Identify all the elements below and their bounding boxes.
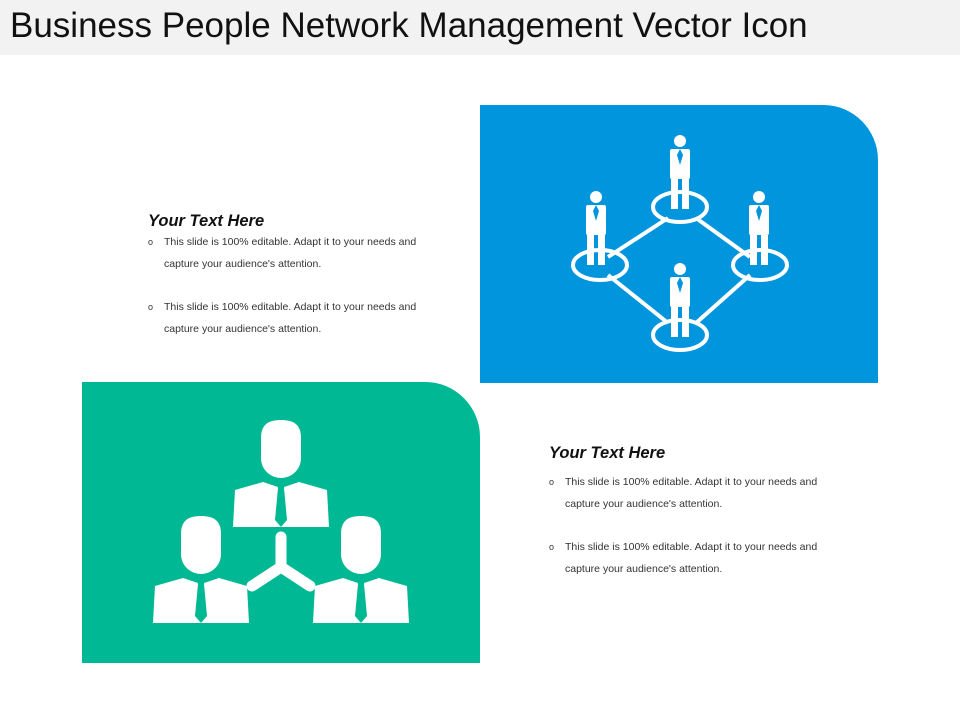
three-people-connected-icon: [82, 382, 480, 663]
right-bullet-list: o This slide is 100% editable. Adapt it …: [549, 471, 849, 580]
list-item: o This slide is 100% editable. Adapt it …: [148, 296, 444, 340]
diamond-people-network-icon: [480, 105, 878, 383]
bullet-marker: o: [148, 302, 154, 312]
blue-panel: [480, 105, 878, 383]
bullet-text: This slide is 100% editable. Adapt it to…: [164, 236, 417, 270]
bullet-text: This slide is 100% editable. Adapt it to…: [565, 541, 818, 575]
bullet-marker: o: [549, 477, 555, 487]
right-heading: Your Text Here: [549, 444, 666, 462]
list-item: o This slide is 100% editable. Adapt it …: [549, 536, 845, 580]
left-bullet-list: o This slide is 100% editable. Adapt it …: [148, 231, 448, 340]
list-item: o This slide is 100% editable. Adapt it …: [549, 471, 845, 515]
left-text-block: Your Text Here o This slide is 100% edit…: [148, 212, 448, 340]
list-item: o This slide is 100% editable. Adapt it …: [148, 231, 444, 275]
bullet-marker: o: [549, 542, 555, 552]
title-bar: Business People Network Management Vecto…: [0, 0, 960, 55]
bullet-marker: o: [148, 237, 154, 247]
right-text-block: Your Text Here o This slide is 100% edit…: [549, 444, 849, 580]
left-heading: Your Text Here: [148, 212, 265, 230]
bullet-text: This slide is 100% editable. Adapt it to…: [565, 476, 818, 510]
bullet-text: This slide is 100% editable. Adapt it to…: [164, 301, 417, 335]
green-panel: [82, 382, 480, 663]
slide-title: Business People Network Management Vecto…: [10, 6, 808, 45]
